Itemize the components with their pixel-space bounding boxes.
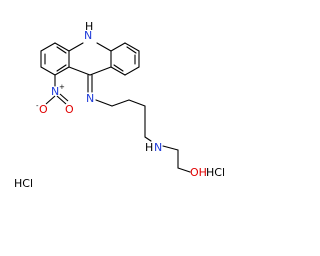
amine-nitrogen-label: N <box>154 141 162 154</box>
nitro-group <box>45 74 69 105</box>
hcl-salt-right: HCl <box>206 166 225 179</box>
hydroxyl-label: OH <box>190 166 207 179</box>
central-ring <box>68 42 112 93</box>
structure-canvas: N H N N + O - O H N OH HCl HCl <box>14 20 225 190</box>
right-ring <box>110 42 140 76</box>
imine-nitrogen-label: N <box>86 92 94 105</box>
ring-nh-hydrogen-label: H <box>85 20 93 33</box>
ring-nh-nitrogen-label: N <box>84 29 92 42</box>
side-chain <box>95 99 191 173</box>
nitro-nitrogen-label: N <box>51 85 59 98</box>
nitro-oxygen-double-label: O <box>65 103 74 116</box>
left-ring <box>40 42 70 76</box>
nitro-nitrogen-charge: + <box>59 83 65 91</box>
molecule-drawing: N H N N + O - O H N OH HCl HCl <box>14 20 225 190</box>
hcl-salt-left: HCl <box>14 177 33 190</box>
nitro-oxygen-charge: - <box>36 102 39 110</box>
nitro-oxygen-negative-label: O <box>39 103 48 116</box>
amine-hydrogen-label: H <box>145 141 153 154</box>
